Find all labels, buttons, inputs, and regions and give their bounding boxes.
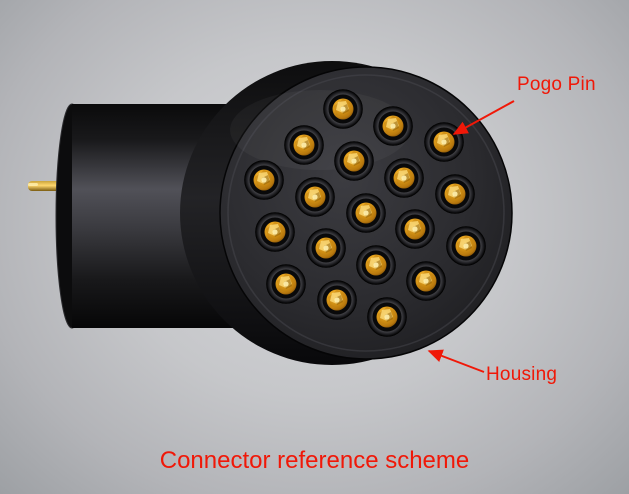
housing-arrow <box>427 349 485 373</box>
pogo-pin-label: Pogo Pin <box>517 74 596 95</box>
rear-pin <box>28 181 62 191</box>
figure-caption: Connector reference scheme <box>159 447 470 474</box>
pogo-pin-arrow <box>452 100 515 135</box>
housing-label: Housing <box>486 364 558 385</box>
